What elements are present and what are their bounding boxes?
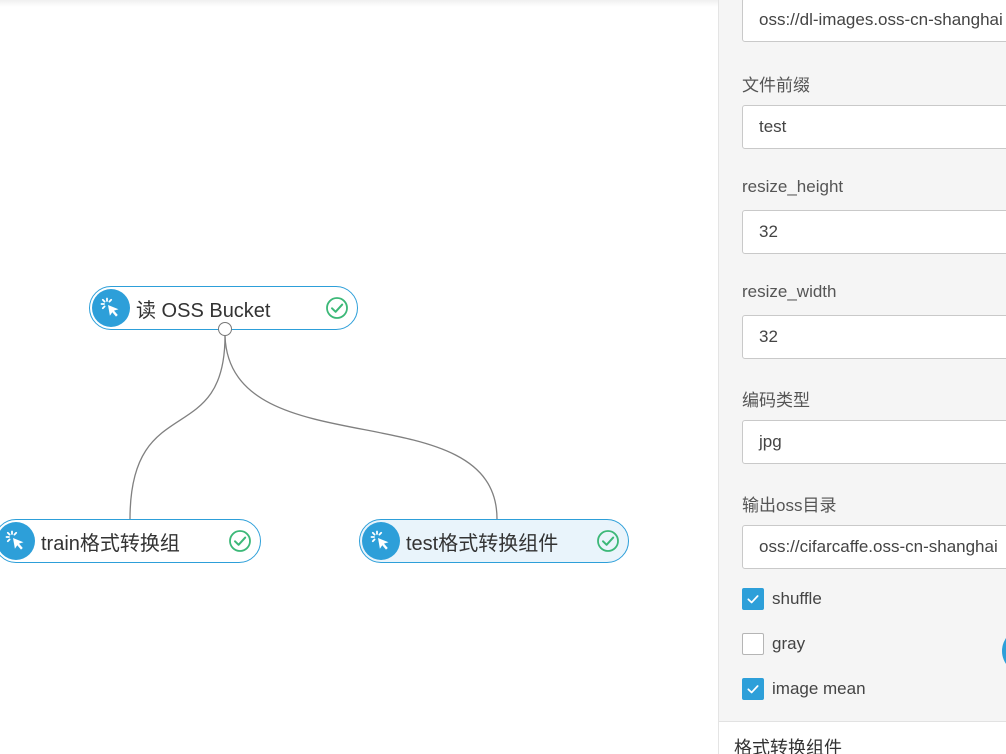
- node-output-port[interactable]: [218, 322, 232, 336]
- shuffle-label: shuffle: [772, 589, 822, 608]
- output-dir-value: oss://cifarcaffe.oss-cn-shanghai: [759, 537, 998, 556]
- file-prefix-input[interactable]: test: [742, 105, 1006, 149]
- check-mark-icon: [745, 591, 761, 607]
- node-label: 读 OSS Bucket: [136, 299, 271, 322]
- pointer-click-icon: [362, 522, 400, 560]
- encoding-type-input[interactable]: jpg: [742, 420, 1006, 464]
- panel-footer-title: 格式转换组件: [734, 738, 842, 754]
- floating-action-button[interactable]: [1002, 628, 1006, 674]
- properties-panel: oss://dl-images.oss-cn-shanghai 文件前缀 tes…: [718, 0, 1006, 754]
- node-test-convert[interactable]: test格式转换组件: [359, 519, 629, 563]
- image-mean-checkbox[interactable]: [742, 678, 764, 700]
- workflow-canvas[interactable]: 读 OSS Bucket train格式转换组 test格式转换组件: [0, 0, 718, 754]
- resize-height-value: 32: [759, 222, 778, 241]
- node-label: test格式转换组件: [406, 532, 559, 555]
- resize-width-label: resize_width: [742, 282, 837, 301]
- file-prefix-value: test: [759, 117, 787, 136]
- pointer-click-icon: [92, 289, 130, 327]
- oss-path-value: oss://dl-images.oss-cn-shanghai: [759, 10, 1003, 29]
- file-prefix-label: 文件前缀: [742, 76, 810, 95]
- shuffle-checkbox[interactable]: [742, 588, 764, 610]
- success-check-icon: [596, 529, 620, 553]
- resize-height-label: resize_height: [742, 177, 844, 196]
- node-train-convert[interactable]: train格式转换组: [0, 519, 261, 563]
- gray-checkbox-row[interactable]: gray: [742, 633, 805, 655]
- resize-height-input[interactable]: 32: [742, 210, 1006, 254]
- edge-layer: [125, 335, 502, 526]
- image-mean-checkbox-row[interactable]: image mean: [742, 678, 866, 700]
- encoding-type-value: jpg: [759, 432, 782, 451]
- check-mark-icon: [745, 681, 761, 697]
- output-dir-input[interactable]: oss://cifarcaffe.oss-cn-shanghai: [742, 525, 1006, 569]
- node-label: train格式转换组: [41, 532, 180, 555]
- edge-read-to-test[interactable]: [224, 335, 498, 520]
- success-check-icon: [228, 529, 252, 553]
- panel-footer: 格式转换组件: [719, 721, 1006, 754]
- image-mean-label: image mean: [772, 679, 866, 698]
- oss-path-input[interactable]: oss://dl-images.oss-cn-shanghai: [742, 0, 1006, 42]
- canvas-top-shadow: [0, 0, 718, 7]
- success-check-icon: [325, 296, 349, 320]
- gray-label: gray: [772, 634, 806, 653]
- resize-width-input[interactable]: 32: [742, 315, 1006, 359]
- gray-checkbox[interactable]: [742, 633, 764, 655]
- output-dir-label: 输出oss目录: [742, 496, 837, 515]
- edge-read-to-train[interactable]: [129, 335, 226, 520]
- pointer-click-icon: [0, 522, 35, 560]
- encoding-type-label: 编码类型: [742, 391, 810, 410]
- shuffle-checkbox-row[interactable]: shuffle: [742, 588, 822, 610]
- resize-width-value: 32: [759, 327, 778, 346]
